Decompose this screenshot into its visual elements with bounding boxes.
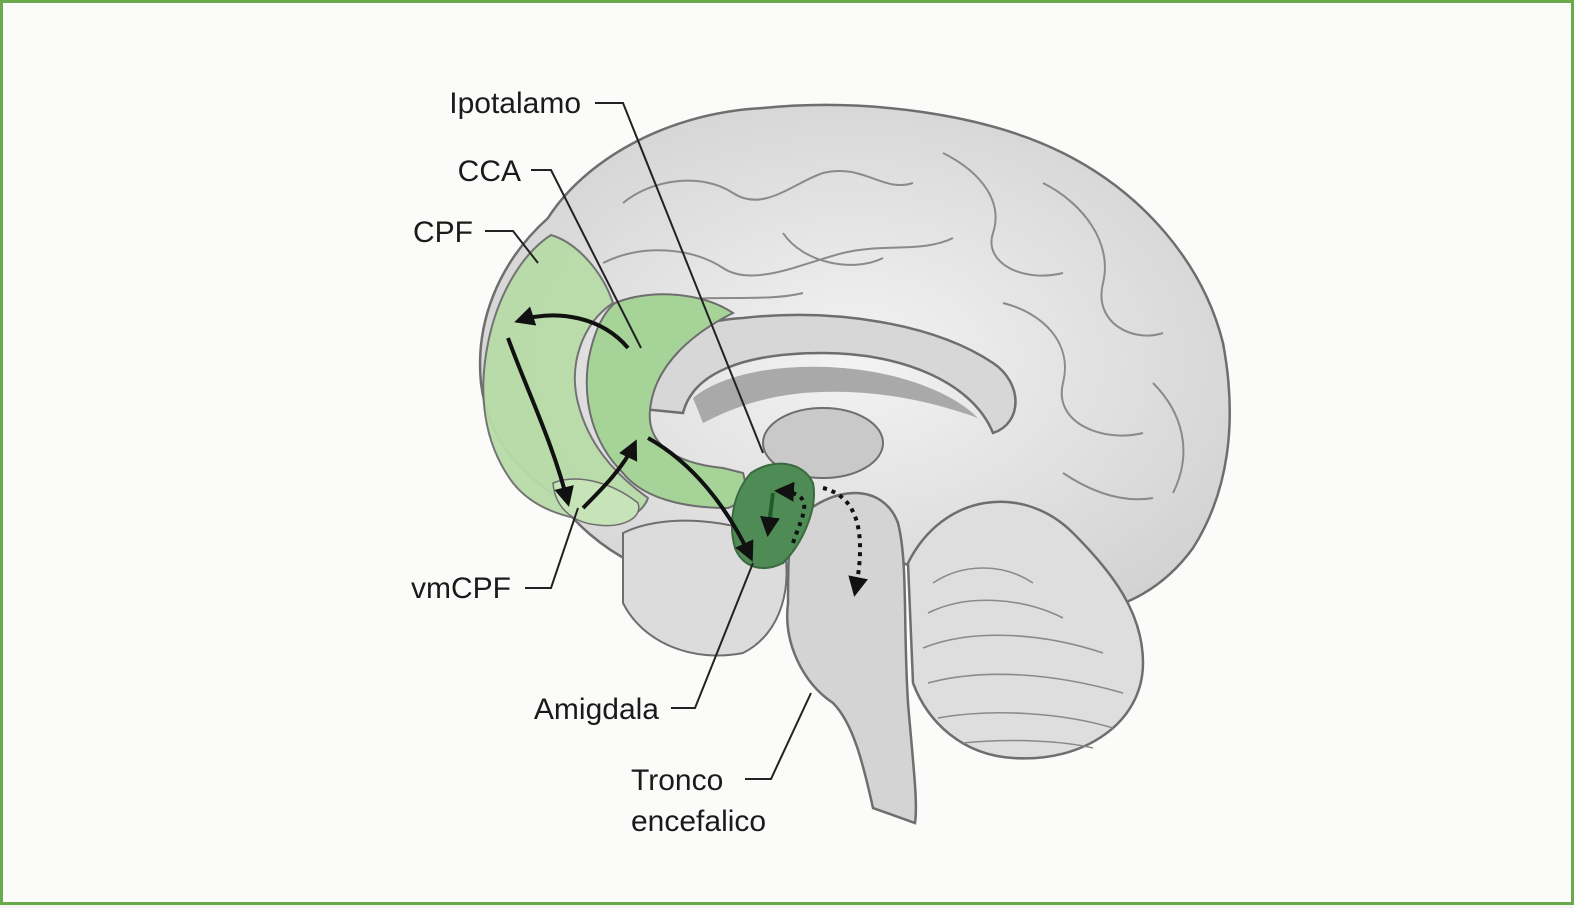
brainstem [787,493,916,823]
label-cca: CCA [458,155,521,188]
leader-tronco [745,693,811,779]
label-amigdala: Amigdala [534,693,659,726]
label-vmcpf: vmCPF [411,572,511,605]
label-tronco-line2: encefalico [631,805,766,838]
label-ipotalamo: Ipotalamo [449,87,581,120]
label-tronco-line1: Tronco [631,764,723,797]
label-cpf: CPF [413,216,473,249]
brain-diagram: Ipotalamo CCA CPF vmCPF Amigdala Tronco … [3,3,1574,908]
leader-vmcpf [525,508,578,588]
